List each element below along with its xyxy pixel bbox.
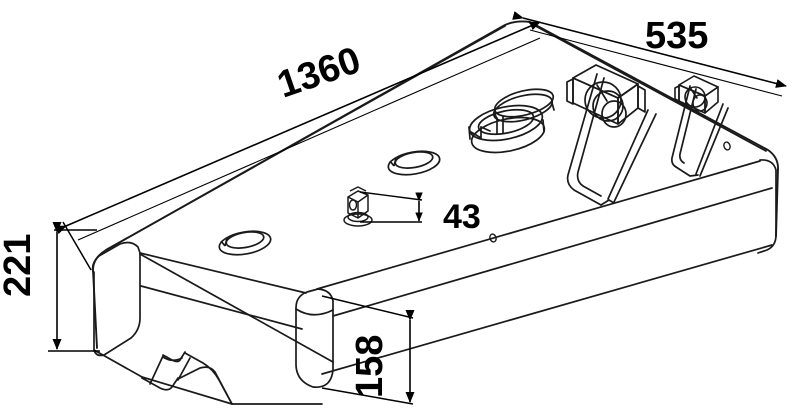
- tank-right-upper-edge: [316, 160, 761, 290]
- circular-port-rear: [387, 150, 441, 176]
- large-bracket-fitting: [566, 64, 646, 128]
- filler-cap-with-hinged-lid: [468, 88, 555, 154]
- dimension-label-overall-height: 221: [0, 234, 39, 297]
- tank-center-corner-capsule: [295, 288, 334, 389]
- ext-leader-length-left: [62, 221, 92, 271]
- dim-width-guide: [529, 29, 783, 97]
- tank-front-skirt-crease: [141, 376, 233, 405]
- surface-dimple-marker-2: [489, 233, 497, 243]
- dimension-line-body-height: [321, 295, 415, 405]
- bracket-channel-cap: [600, 199, 615, 206]
- surface-dimple-marker: [723, 141, 731, 151]
- dimension-label-fitting-height: 43: [443, 198, 481, 236]
- tank-left-skirt: [93, 349, 143, 378]
- ext-leader-43-top: [359, 191, 423, 201]
- bottom-recess-notch: [149, 351, 233, 405]
- ext-leader-158-bottom: [321, 387, 414, 405]
- ext-leader-158-top: [321, 295, 414, 319]
- tank-right-lower-edge: [321, 244, 773, 375]
- dim-width: [512, 11, 787, 88]
- tank-body: [91, 20, 779, 405]
- tank-right-corner: [757, 159, 777, 254]
- small-bracket-fitting: [674, 75, 719, 114]
- tank-top-front-long-edge: [139, 252, 307, 294]
- dimension-label-width: 535: [645, 15, 708, 57]
- tank-front-bottom-left: [141, 377, 179, 391]
- bracket2-channel-left2: [678, 88, 697, 164]
- bracket2-channel-right2: [699, 107, 729, 177]
- tank-front-face-top-edge: [139, 253, 334, 363]
- bracket2-channel-right: [695, 103, 724, 175]
- bracket-channel-right2: [613, 113, 657, 203]
- dim-length: [55, 21, 541, 235]
- bracket-channel-left-2: [576, 77, 605, 197]
- bracket2-channel-cap: [675, 166, 699, 177]
- dim-length-guide: [77, 37, 541, 241]
- dimension-label-body-height: 158: [349, 335, 391, 398]
- tank-left-corner-inner: [93, 252, 141, 357]
- tank-left-corner-fold: [91, 241, 141, 273]
- circular-port-front: [218, 230, 272, 256]
- dimension-line-overall-height: [48, 222, 100, 352]
- dimension-line-fitting-height: [359, 191, 423, 223]
- tank-front-band-crease: [140, 285, 303, 330]
- bracket-channel-left: [566, 73, 602, 206]
- tank-right-crease: [332, 187, 773, 317]
- dimension-label-length: 1360: [272, 39, 366, 106]
- bracket-channel-right: [607, 109, 649, 200]
- tank-center-corner-top-arc: [295, 308, 334, 316]
- bracket2-channel-left: [670, 85, 691, 168]
- dimension-line-width: [512, 11, 787, 97]
